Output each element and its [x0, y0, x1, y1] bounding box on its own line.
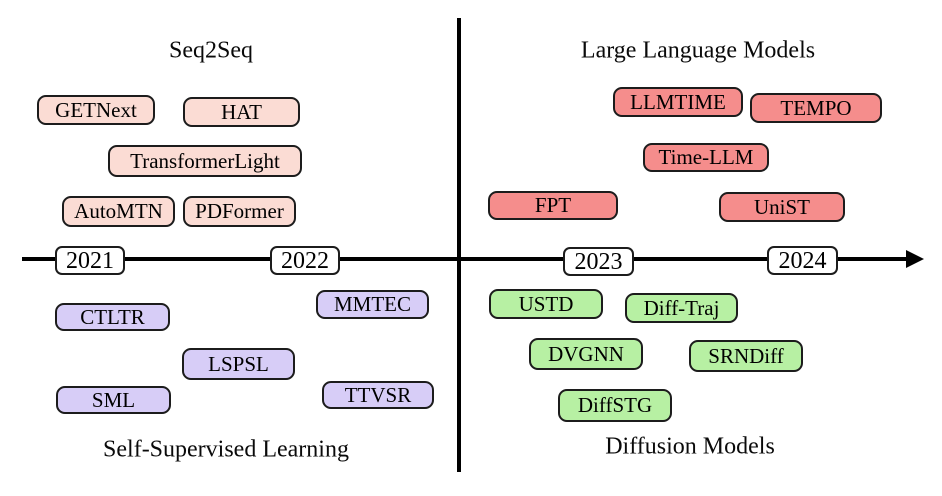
model-box-tempo: TEMPO [750, 93, 882, 123]
quadrant-divider [457, 18, 461, 472]
model-box-getnext: GETNext [37, 95, 155, 125]
model-box-fpt: FPT [488, 191, 618, 220]
model-box-sml: SML [56, 386, 171, 414]
model-box-dvgnn: DVGNN [529, 338, 643, 370]
year-label-2021: 2021 [55, 246, 125, 275]
year-label-2023: 2023 [563, 247, 634, 276]
quadrant-title-large-language-models: Large Language Models [580, 37, 816, 64]
model-box-llmtime: LLMTIME [613, 87, 743, 117]
model-label: Time-LLM [658, 145, 754, 169]
model-label: Diff-Traj [643, 295, 720, 320]
model-label: GETNext [55, 97, 137, 122]
quadrant-title-self-supervised-learning: Self-Supervised Learning [103, 436, 349, 463]
model-label: TEMPO [780, 95, 852, 120]
model-box-hat: HAT [183, 97, 300, 127]
model-label: TransformerLight [130, 148, 280, 173]
model-label: FPT [534, 193, 572, 217]
quadrant-title-seq2seq: Seq2Seq [169, 37, 253, 64]
model-box-ttvsr: TTVSR [322, 381, 434, 409]
model-box-unist: UniST [719, 192, 845, 222]
model-box-diffstg: DiffSTG [558, 389, 672, 422]
model-label: DVGNN [548, 341, 624, 366]
model-box-ustd: USTD [489, 289, 603, 319]
model-label: LSPSL [208, 351, 269, 376]
model-label: TTVSR [344, 382, 412, 407]
model-label: UniST [753, 194, 810, 219]
year-label-2022: 2022 [270, 246, 340, 275]
model-label: CTLTR [80, 304, 145, 329]
model-label: HAT [221, 99, 262, 124]
model-label: PDFormer [195, 199, 284, 223]
model-box-diff-traj: Diff-Traj [625, 293, 738, 323]
timeline-axis [22, 257, 908, 261]
timeline-arrow-icon [906, 250, 924, 268]
model-box-ctltr: CTLTR [55, 303, 170, 331]
model-label: SRNDiff [708, 343, 784, 368]
model-box-lspsl: LSPSL [182, 348, 295, 380]
year-text: 2023 [574, 248, 623, 275]
year-text: 2024 [778, 247, 827, 274]
model-label: LLMTIME [630, 89, 726, 114]
model-label: DiffSTG [577, 393, 653, 417]
model-box-pdformer: PDFormer [183, 196, 296, 227]
model-label: AutoMTN [74, 199, 163, 223]
model-box-transformerlight: TransformerLight [108, 145, 302, 177]
model-box-mmtec: MMTEC [316, 290, 429, 319]
quadrant-title-diffusion-models: Diffusion Models [605, 433, 775, 460]
model-box-srndiff: SRNDiff [689, 340, 803, 372]
model-label: SML [91, 387, 136, 412]
year-text: 2022 [281, 247, 329, 274]
year-text: 2021 [66, 247, 114, 274]
model-box-automtn: AutoMTN [62, 196, 175, 227]
model-label: USTD [518, 291, 574, 316]
model-box-time-llm: Time-LLM [643, 143, 769, 172]
year-label-2024: 2024 [767, 246, 838, 275]
model-label: MMTEC [333, 292, 411, 316]
